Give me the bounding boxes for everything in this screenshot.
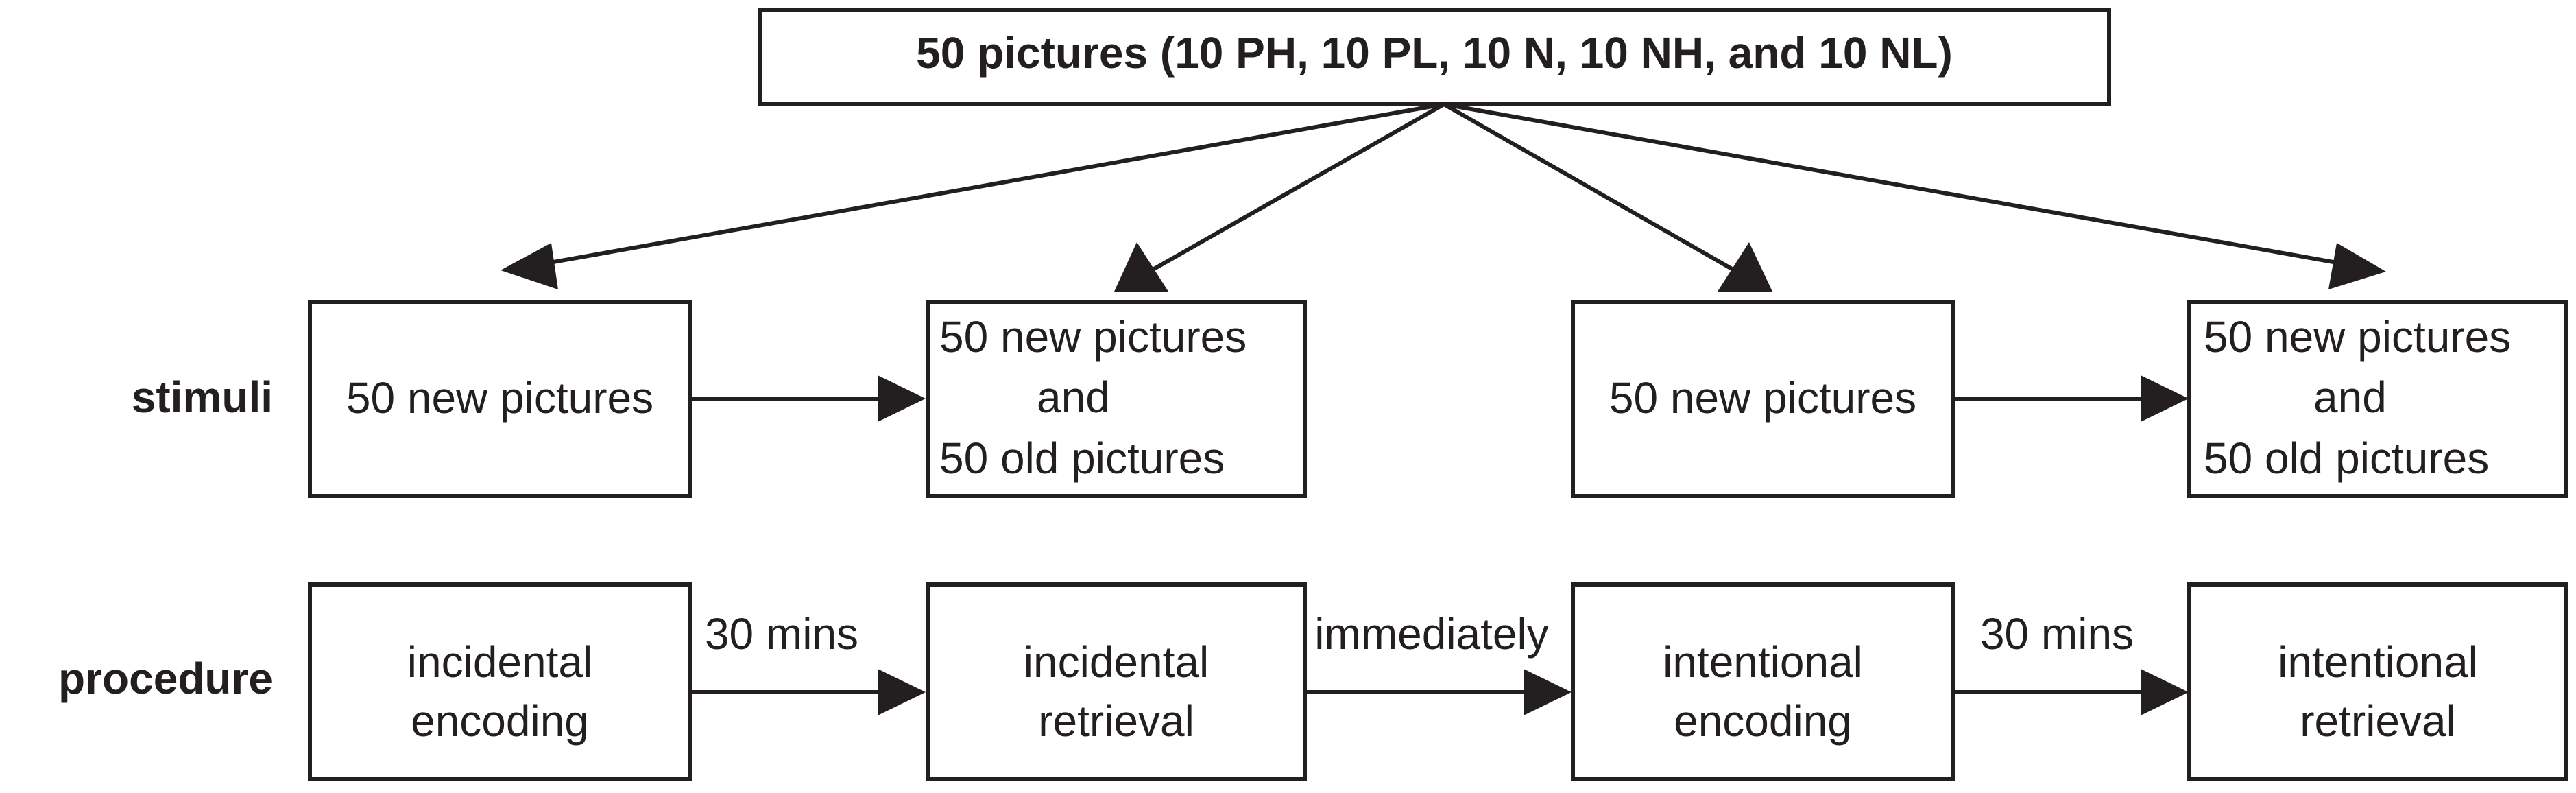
stimuli-box-4-line-2: and <box>2313 372 2387 422</box>
procedure-box-3-line-1: intentional <box>1663 637 1863 687</box>
arrow-to-stimuli-2 <box>1114 102 1445 292</box>
procedure-arrow-3: 30 mins <box>1953 609 2189 715</box>
stimuli-box-4-line-1: 50 new pictures <box>2204 312 2511 362</box>
stimuli-box-1: 50 new pictures <box>308 300 692 498</box>
procedure-box-3: intentional encoding <box>1571 582 1955 781</box>
stimuli-box-2: 50 new pictures and 50 old pictures <box>926 300 1307 498</box>
procedure-box-1-line-2: encoding <box>411 696 589 746</box>
stimuli-box-1-line-1: 50 new pictures <box>346 373 653 423</box>
procedure-box-1-line-1: incidental <box>407 637 592 687</box>
stimuli-box-4-line-3: 50 old pictures <box>2204 434 2489 483</box>
stimuli-box-3: 50 new pictures <box>1571 300 1955 498</box>
arrow-to-stimuli-1 <box>501 102 1445 289</box>
procedure-box-4: intentional retrieval <box>2187 582 2568 781</box>
stimuli-arrow-1 <box>690 375 926 422</box>
procedure-box-1: incidental encoding <box>308 582 692 781</box>
stimuli-box-2-line-1: 50 new pictures <box>939 312 1247 362</box>
diverging-arrows <box>501 102 2386 292</box>
transition-label-3: 30 mins <box>1980 609 2134 659</box>
procedure-arrow-1: 30 mins <box>690 609 926 715</box>
arrow-to-stimuli-4 <box>1443 102 2386 289</box>
procedure-box-4-line-2: retrieval <box>2300 696 2456 746</box>
procedure-box-2-line-1: incidental <box>1024 637 1209 687</box>
stimuli-box-4: 50 new pictures and 50 old pictures <box>2187 300 2568 498</box>
stimuli-box-3-line-1: 50 new pictures <box>1609 373 1916 423</box>
transition-label-1: 30 mins <box>705 609 858 659</box>
procedure-box-3-line-2: encoding <box>1674 696 1852 746</box>
arrow-to-stimuli-3 <box>1443 102 1772 292</box>
procedure-box-2-line-2: retrieval <box>1038 696 1194 746</box>
procedure-box-4-line-1: intentional <box>2278 637 2478 687</box>
procedure-arrow-2: immediately <box>1305 609 1572 715</box>
row-label-procedure: procedure <box>58 654 273 703</box>
source-title: 50 pictures (10 PH, 10 PL, 10 N, 10 NH, … <box>916 28 1953 78</box>
transition-label-2: immediately <box>1314 609 1548 659</box>
procedure-box-2: incidental retrieval <box>926 582 1307 781</box>
source-box: 50 pictures (10 PH, 10 PL, 10 N, 10 NH, … <box>758 8 2111 106</box>
stimuli-arrow-2 <box>1953 375 2189 422</box>
stimuli-box-2-line-2: and <box>1037 372 1110 422</box>
row-label-stimuli: stimuli <box>132 372 273 422</box>
stimuli-box-2-line-3: 50 old pictures <box>939 434 1225 483</box>
